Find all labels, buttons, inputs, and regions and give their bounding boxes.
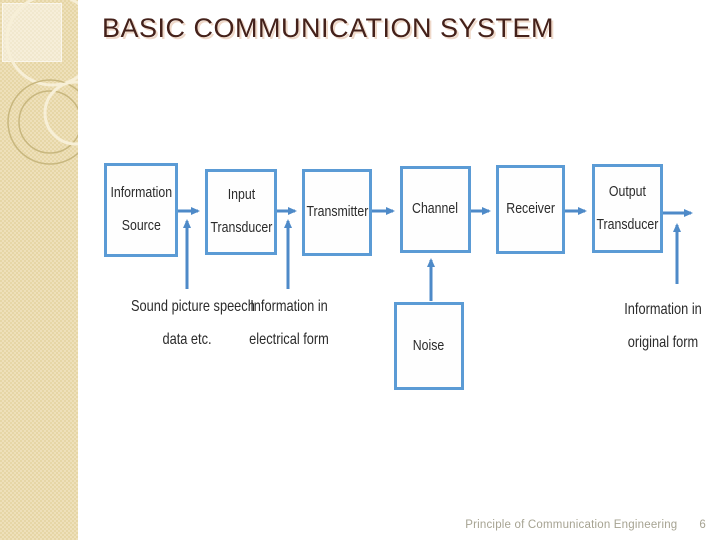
block-label-line2: Transducer <box>210 220 272 236</box>
block-label: Noise <box>413 330 445 363</box>
block-receiver: Receiver <box>496 165 565 254</box>
block-label-line2: Transducer <box>596 216 659 233</box>
block-output-transducer: Output Transducer <box>592 164 663 253</box>
annotation-line1: Sound picture speech <box>131 298 255 315</box>
block-label: Channel <box>413 193 459 226</box>
annotation-line2: data etc. <box>162 331 212 348</box>
annotation-information-electrical-form: Information in electrical form <box>233 290 345 356</box>
slide-footer: Principle of Communication Engineering 6 <box>465 519 706 531</box>
annotation-line2: electrical form <box>249 331 329 348</box>
annotation-information-original-form: Information in original form <box>607 293 719 359</box>
page-number: 6 <box>699 519 706 531</box>
annotation-line2: original form <box>627 334 699 351</box>
block-label: Transmitter <box>306 196 368 229</box>
block-label-line1: Output <box>608 183 647 200</box>
block-label: Information Source <box>110 177 172 243</box>
block-label-line2: Source <box>121 218 161 234</box>
annotation-sound-picture-speech: Sound picture speech data etc. <box>131 290 255 356</box>
sidebar-highlight-panel <box>2 3 62 62</box>
block-transmitter: Transmitter <box>302 169 372 256</box>
block-label-line1: Channel <box>412 201 459 217</box>
block-label: Input Transducer <box>210 179 272 245</box>
block-input-transducer: Input Transducer <box>205 169 277 255</box>
sidebar-decoration <box>0 0 78 540</box>
block-label-line1: Transmitter <box>306 204 368 220</box>
sidebar-circles-decoration <box>5 0 78 165</box>
footer-text: Principle of Communication Engineering <box>465 519 678 531</box>
block-information-source: Information Source <box>104 163 178 257</box>
annotation-line1: Information in <box>250 298 328 315</box>
block-label-line1: Noise <box>413 337 445 354</box>
block-label-line1: Input <box>227 187 255 203</box>
block-label: Receiver <box>506 193 555 226</box>
slide-title: BASIC COMMUNICATION SYSTEM <box>102 13 555 43</box>
block-noise: Noise <box>394 302 464 390</box>
block-label-line1: Receiver <box>506 201 555 217</box>
annotation-line1: Information in <box>624 301 702 318</box>
block-channel: Channel <box>400 166 471 253</box>
block-label: Output Transducer <box>597 176 659 242</box>
block-label-line1: Information <box>110 185 172 201</box>
